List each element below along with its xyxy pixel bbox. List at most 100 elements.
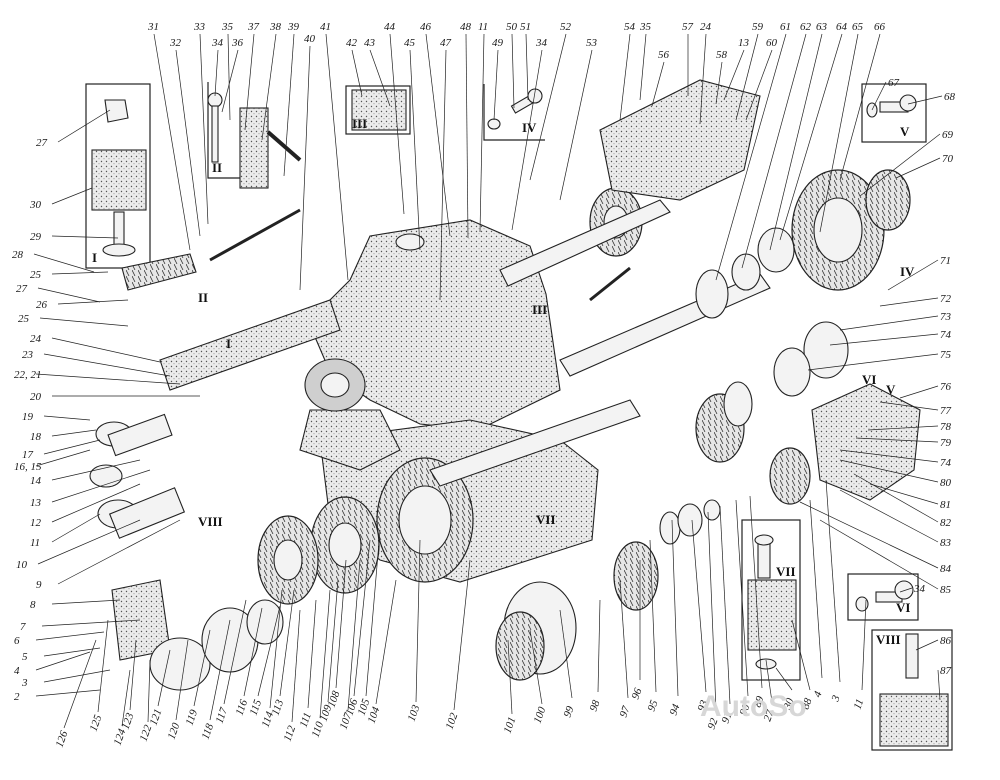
- leader-bottom-23: [415, 539, 421, 703]
- callout-bottom-39: 30: [781, 696, 797, 712]
- callout-top-7: 38: [269, 21, 282, 33]
- leader-bottom-16: [319, 589, 331, 719]
- callout-bottom-20: 106: [344, 697, 361, 717]
- leader-bottom-35: [719, 505, 731, 705]
- callout-top-33: 60: [766, 37, 778, 49]
- callout-left-9: 23: [22, 349, 34, 361]
- leader-top-29: [699, 33, 707, 125]
- leader-bottom-38: [765, 659, 773, 703]
- callout-top-24: 53: [586, 37, 598, 49]
- callout-top-3: 34: [211, 37, 224, 49]
- leader-top-16: [439, 49, 447, 301]
- inset-frame-VI: [847, 573, 919, 621]
- leader-right-1: [907, 95, 943, 105]
- callout-top-11: 42: [346, 37, 358, 49]
- leader-bottom-26: [529, 629, 543, 705]
- leader-bottom-13: [279, 589, 295, 697]
- leader-right-12: [855, 437, 939, 443]
- callout-bottom-28: 98: [588, 698, 603, 713]
- inset-label-VIII-main: VIII: [198, 514, 223, 529]
- leader-left-13: [51, 429, 97, 437]
- leader-top-25: [619, 33, 631, 121]
- inset-label-II: II: [212, 160, 222, 175]
- callout-right-5: 72: [940, 293, 952, 305]
- leader-left-24: [35, 631, 105, 641]
- leader-right-19: [819, 519, 939, 590]
- leader-top-10: [325, 33, 349, 281]
- callout-bottom-19: 107: [338, 711, 355, 731]
- leader-top-21: [525, 33, 529, 101]
- leader-left-3: [33, 253, 95, 273]
- callout-right-6: 73: [940, 311, 952, 323]
- callout-top-36: 63: [816, 21, 828, 33]
- leader-top-2: [199, 33, 209, 225]
- callout-left-16: 14: [30, 475, 42, 487]
- leader-top-18: [479, 33, 485, 233]
- callout-right-3: 70: [942, 153, 954, 165]
- leader-left-14: [43, 439, 101, 455]
- leader-top-36: [769, 33, 823, 251]
- leader-top-24: [559, 49, 593, 201]
- callout-left-25: 5: [22, 651, 28, 663]
- callout-top-22: 34: [535, 37, 548, 49]
- callout-bottom-1: 125: [88, 713, 105, 733]
- leader-left-12: [43, 415, 91, 421]
- callout-left-4: 25: [30, 269, 42, 281]
- callout-right-12: 79: [940, 437, 952, 449]
- leader-bottom-11: [257, 605, 281, 697]
- callout-left-10: 22, 21: [14, 369, 42, 381]
- callout-top-8: 39: [287, 21, 300, 33]
- leader-right-18: [799, 501, 939, 569]
- leader-left-15: [35, 449, 91, 467]
- leader-left-17: [51, 469, 151, 503]
- leader-left-0: [57, 109, 111, 143]
- callout-bottom-18: 108: [326, 689, 343, 709]
- leader-top-22: [511, 49, 543, 231]
- leader-bottom-15: [307, 599, 317, 709]
- leader-top-13: [389, 33, 405, 215]
- leader-left-18: [51, 483, 141, 523]
- callout-left-21: 9: [36, 579, 42, 591]
- watermark: AutoSo: [700, 690, 807, 723]
- callout-top-20: 50: [506, 21, 518, 33]
- callout-bottom-30: 96: [630, 686, 645, 701]
- inset-label-VIII: VIII: [876, 632, 901, 647]
- callout-bottom-22: 104: [366, 705, 383, 725]
- leader-top-15: [425, 33, 451, 237]
- leader-bottom-1: [97, 619, 109, 713]
- callout-bottom-2: 124: [112, 727, 129, 747]
- leader-left-19: [51, 513, 101, 543]
- callout-bottom-27: 99: [562, 704, 577, 719]
- callout-bottom-0: 126: [54, 729, 71, 749]
- callout-bottom-4: 122: [138, 723, 155, 743]
- callout-bottom-15: 111: [298, 711, 314, 729]
- leader-left-21: [57, 519, 181, 585]
- leader-bottom-19: [347, 559, 361, 711]
- leader-right-17: [839, 489, 939, 543]
- callout-top-23: 52: [560, 21, 572, 33]
- callout-right-18: 84: [940, 563, 952, 575]
- leader-right-7: [829, 333, 939, 346]
- callout-left-28: 2: [14, 691, 20, 703]
- leader-left-28: [35, 689, 101, 697]
- inset-frame-VIII: [871, 629, 953, 751]
- leader-right-2: [859, 133, 941, 197]
- callout-bottom-43: 11: [852, 697, 867, 711]
- callout-top-30: 58: [716, 49, 728, 61]
- leader-left-20: [37, 519, 141, 565]
- inset-label-VI: VI: [896, 600, 910, 615]
- leader-right-5: [879, 297, 939, 307]
- leader-top-1: [175, 49, 201, 237]
- callout-top-5: 36: [231, 37, 244, 49]
- leader-lines: [33, 33, 943, 729]
- leader-right-13: [839, 449, 939, 463]
- inset-label-III-main: III: [532, 302, 547, 317]
- callout-right-16: 82: [940, 517, 952, 529]
- callout-left-18: 12: [30, 517, 42, 529]
- leader-top-6: [244, 33, 255, 131]
- callout-left-12: 19: [22, 411, 34, 423]
- leader-left-25: [43, 647, 101, 657]
- inset-frame-II: [207, 82, 302, 189]
- leader-bottom-27: [559, 609, 573, 699]
